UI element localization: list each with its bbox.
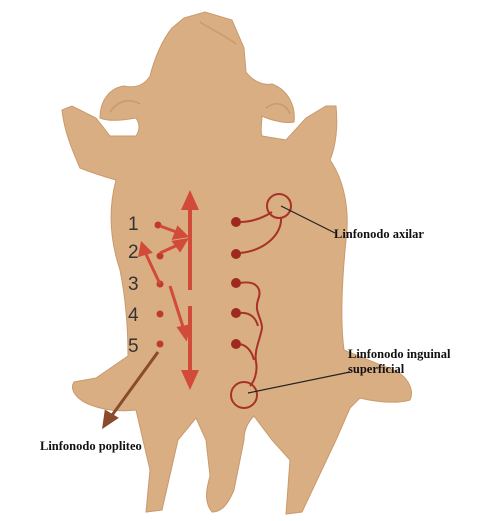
gland-number-3: 3 xyxy=(128,274,139,295)
nipple-left-4 xyxy=(157,311,164,318)
nipple-left-5 xyxy=(157,341,164,348)
gland-marker-right-1 xyxy=(231,217,241,227)
gland-number-5: 5 xyxy=(128,336,139,357)
label-axillary: Linfonodo axilar xyxy=(334,227,424,241)
gland-marker-right-3 xyxy=(231,278,241,288)
label-inguinal-line2: superficial xyxy=(348,362,405,376)
gland-number-2: 2 xyxy=(128,242,139,263)
label-popliteal: Linfonodo popliteo xyxy=(40,439,142,453)
gland-marker-right-5 xyxy=(231,339,241,349)
gland-marker-right-4 xyxy=(231,308,241,318)
nipple-left-2 xyxy=(157,253,164,260)
gland-number-4: 4 xyxy=(128,305,139,326)
gland-number-1: 1 xyxy=(128,214,139,235)
gland-marker-right-2 xyxy=(231,249,241,259)
label-inguinal-line1: Linfonodo inguinal xyxy=(348,347,451,361)
